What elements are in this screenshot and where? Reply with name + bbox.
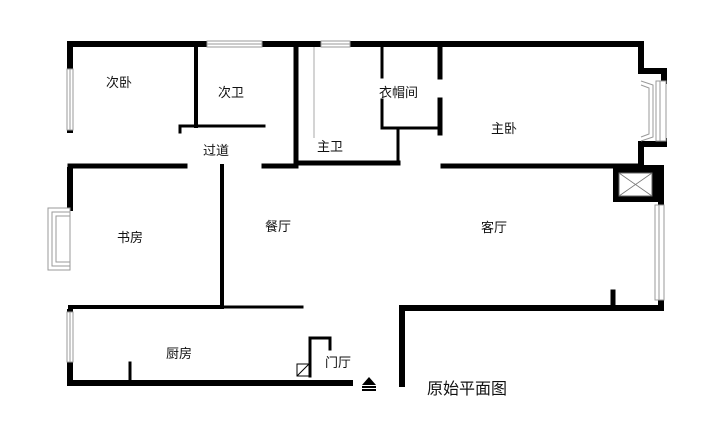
exterior-walls — [67, 41, 667, 387]
room-label-entrance-hall: 门厅 — [325, 356, 352, 371]
room-label-dining-room: 餐厅 — [265, 220, 292, 235]
room-label-master-bathroom: 主卫 — [317, 140, 344, 155]
room-label-second-bedroom: 次卧 — [106, 76, 133, 91]
interior-walls — [67, 41, 644, 385]
entrance-fixture — [296, 363, 310, 377]
master-bay-window — [640, 80, 654, 142]
entrance-arrow-icon — [362, 377, 376, 391]
room-label-master-bedroom: 主卧 — [491, 122, 518, 137]
plan-title: 原始平面图 — [427, 379, 508, 398]
room-label-study: 书房 — [117, 231, 144, 246]
room-label-kitchen: 厨房 — [166, 347, 193, 362]
room-label-second-bathroom: 次卫 — [218, 86, 245, 101]
duct-shaft — [613, 168, 658, 202]
windows — [47, 40, 667, 363]
room-label-corridor: 过道 — [203, 144, 230, 159]
room-label-walk-in-closet: 衣帽间 — [379, 86, 419, 101]
room-label-living-room: 客厅 — [481, 221, 508, 236]
